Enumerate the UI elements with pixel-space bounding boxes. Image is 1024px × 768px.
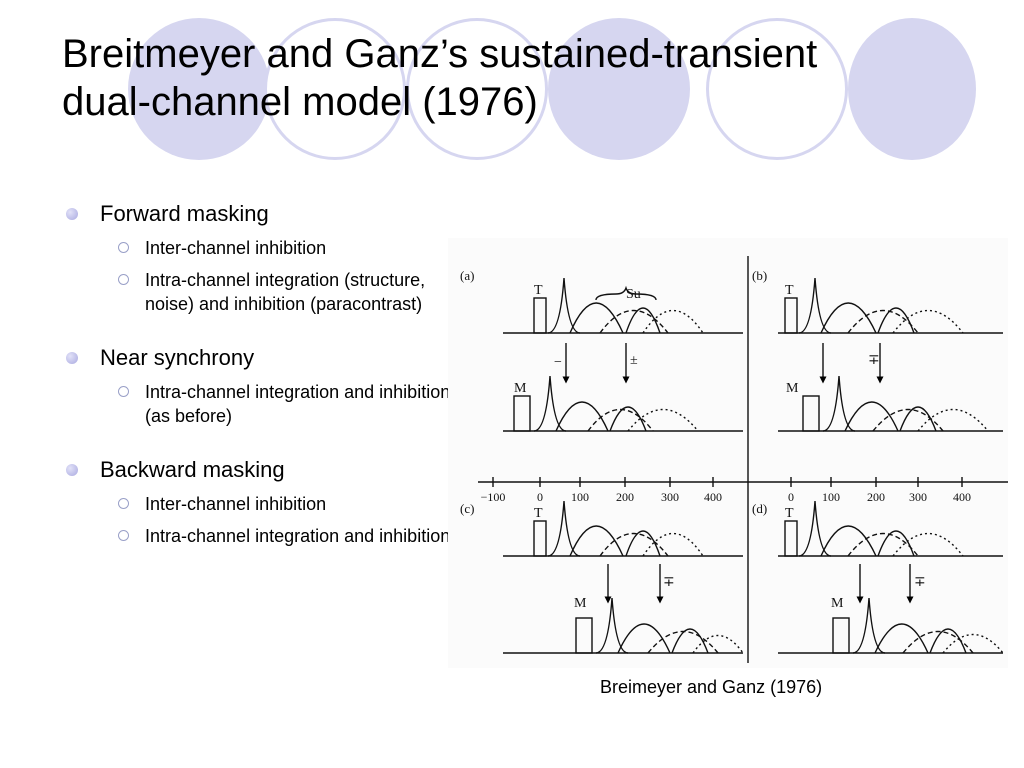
mask-label: M bbox=[574, 596, 587, 611]
model-figure: (a) (b) (c) (d) T T T T M M M M Su − ± ∓… bbox=[448, 238, 1008, 668]
arrow-sign: − bbox=[554, 355, 562, 370]
sub-bullet: Intra-channel integration and inhibition bbox=[62, 524, 462, 548]
bullet-forward-masking: Forward masking bbox=[62, 200, 462, 228]
sub-bullet-icon bbox=[118, 530, 129, 541]
tick-label: −100 bbox=[481, 490, 506, 504]
decor-circle-2 bbox=[264, 18, 406, 160]
tick-label: 200 bbox=[867, 490, 885, 504]
bullet-icon bbox=[66, 352, 78, 364]
panel-label-d: (d) bbox=[752, 501, 767, 516]
sub-bullet-icon bbox=[118, 274, 129, 285]
sub-bullet-icon bbox=[118, 242, 129, 253]
arrow-sign: ∓ bbox=[868, 353, 880, 368]
target-label: T bbox=[534, 506, 543, 521]
decor-circle-1 bbox=[128, 18, 270, 160]
sub-bullet: Intra-channel integration and inhibition… bbox=[62, 380, 462, 428]
sub-bullet-icon bbox=[118, 498, 129, 509]
sustained-label: Su bbox=[626, 287, 641, 302]
target-label: T bbox=[785, 283, 794, 298]
tick-label: 0 bbox=[788, 490, 794, 504]
target-label: T bbox=[534, 283, 543, 298]
panel-label-c: (c) bbox=[460, 501, 474, 516]
target-label: T bbox=[785, 506, 794, 521]
tick-label: 200 bbox=[616, 490, 634, 504]
sub-bullet-icon bbox=[118, 386, 129, 397]
tick-label: 100 bbox=[822, 490, 840, 504]
arrow-sign: ± bbox=[630, 353, 638, 368]
mask-label: M bbox=[786, 381, 799, 396]
tick-label: 0 bbox=[537, 490, 543, 504]
decor-circle-5 bbox=[706, 18, 848, 160]
tick-label: 400 bbox=[704, 490, 722, 504]
panel-b bbox=[778, 277, 1003, 432]
title-line-1: Breitmeyer and Ganz’s sustained-transien… bbox=[62, 32, 818, 76]
bullet-icon bbox=[66, 208, 78, 220]
figure-caption: Breimeyer and Ganz (1976) bbox=[600, 677, 823, 697]
panel-label-a: (a) bbox=[460, 268, 474, 283]
tick-label: 100 bbox=[571, 490, 589, 504]
mask-label: M bbox=[514, 381, 527, 396]
decor-circle-6 bbox=[848, 18, 976, 160]
sub-bullet: Inter-channel inhibition bbox=[62, 492, 462, 516]
decor-circle-3 bbox=[406, 18, 548, 160]
axis-ticks bbox=[492, 477, 963, 487]
tick-label: 300 bbox=[661, 490, 679, 504]
bullet-list: Forward masking Inter-channel inhibition… bbox=[62, 200, 462, 548]
panel-c bbox=[503, 500, 744, 654]
decor-circle-4 bbox=[548, 18, 690, 160]
arrow-sign: ∓ bbox=[914, 575, 926, 590]
sub-bullet: Intra-channel integration (structure, no… bbox=[62, 268, 462, 316]
bullet-near-synchrony: Near synchrony bbox=[62, 344, 462, 372]
tick-label: 300 bbox=[909, 490, 927, 504]
title-line-2: dual-channel model (1976) bbox=[62, 80, 538, 124]
panel-label-b: (b) bbox=[752, 268, 767, 283]
panel-d bbox=[778, 500, 1004, 654]
arrow-sign: ∓ bbox=[663, 575, 675, 590]
sub-bullet: Inter-channel inhibition bbox=[62, 236, 462, 260]
tick-label: 400 bbox=[953, 490, 971, 504]
panel-a bbox=[503, 277, 743, 432]
bullet-icon bbox=[66, 464, 78, 476]
slide-title: Breitmeyer and Ganz’s sustained-transien… bbox=[62, 30, 962, 126]
bullet-backward-masking: Backward masking bbox=[62, 456, 462, 484]
mask-label: M bbox=[831, 596, 844, 611]
